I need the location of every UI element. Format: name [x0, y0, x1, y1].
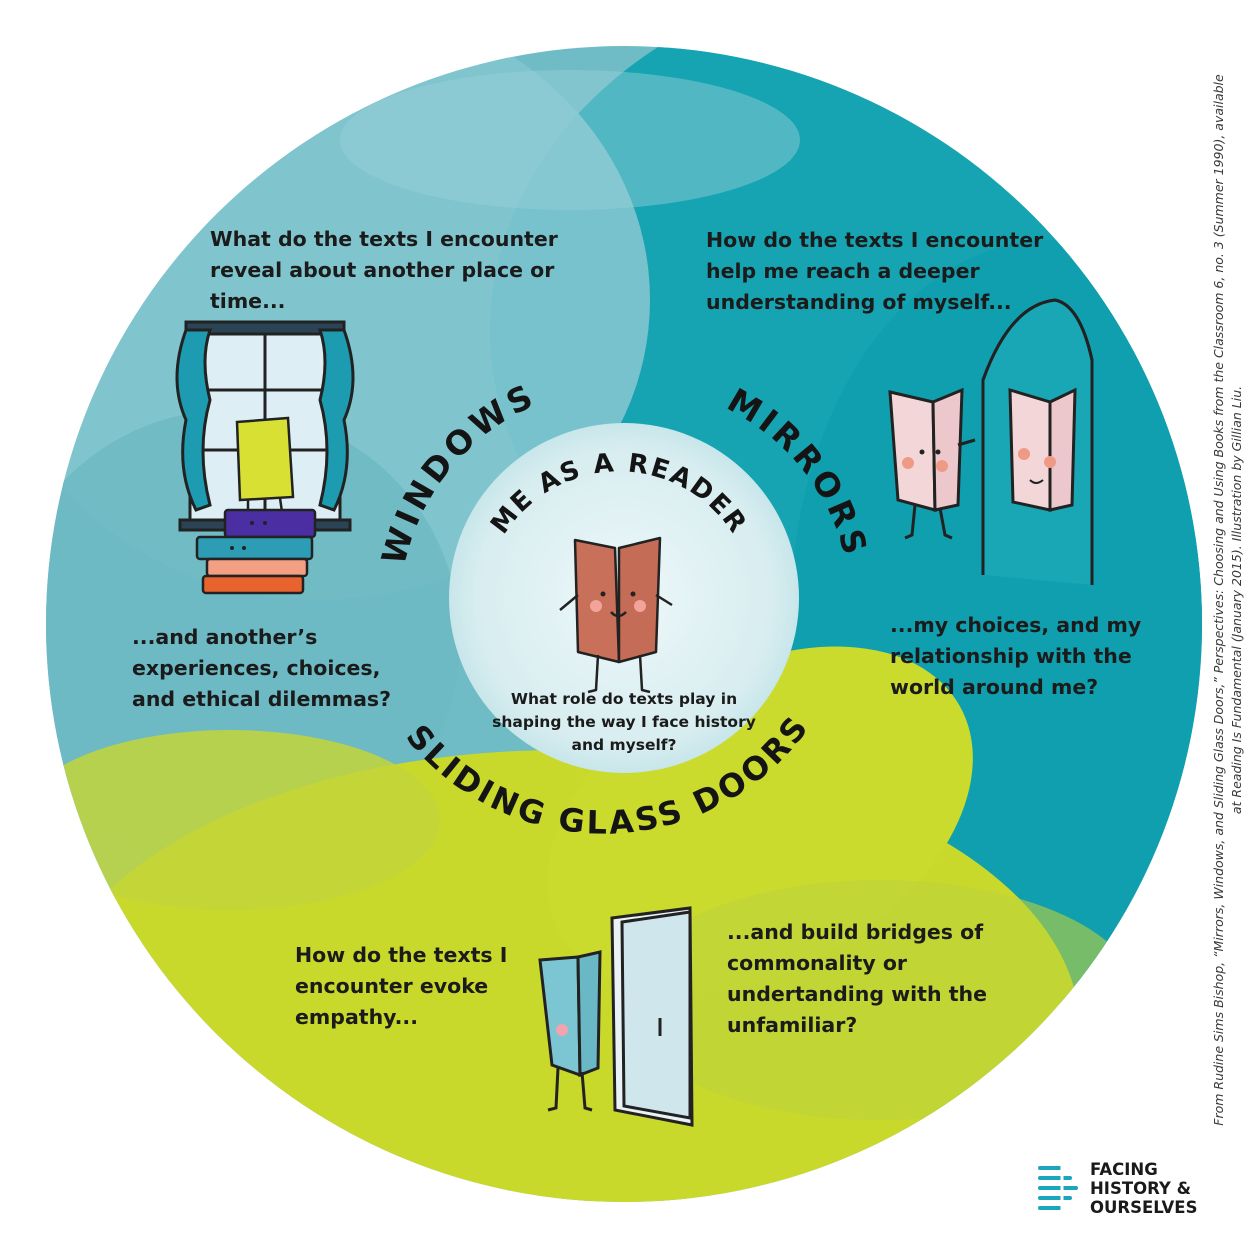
facing-history-logo[interactable]: FACING HISTORY & OURSELVES	[1035, 1160, 1215, 1220]
stacked-books-icon	[195, 416, 317, 595]
facing-history-logo-icon	[1038, 1162, 1078, 1214]
mirrors-continuation: ...my choices, and my relationship with …	[890, 613, 1142, 699]
windows-continuation: ...and another’s experiences, choices, a…	[132, 625, 391, 711]
doors-continuation: ...and build bridges of commonality or u…	[727, 920, 988, 1037]
book-character-icon	[559, 536, 673, 694]
source-credit: From Rudine Sims Bishop, “Mirrors, Windo…	[1211, 74, 1244, 1126]
sliding-door-icon	[538, 906, 694, 1127]
mirror-icon	[981, 298, 1094, 585]
doors-question: How do the texts I encounter evoke empat…	[295, 943, 508, 1029]
mirrors-question: How do the texts I encounter help me rea…	[706, 228, 1044, 314]
logo-wordmark: FACING HISTORY & OURSELVES	[1090, 1160, 1198, 1217]
windows-question: What do the texts I encounter reveal abo…	[210, 227, 558, 313]
center-question: What role do texts play in shaping the w…	[492, 690, 756, 754]
book-character-icon	[888, 387, 976, 540]
